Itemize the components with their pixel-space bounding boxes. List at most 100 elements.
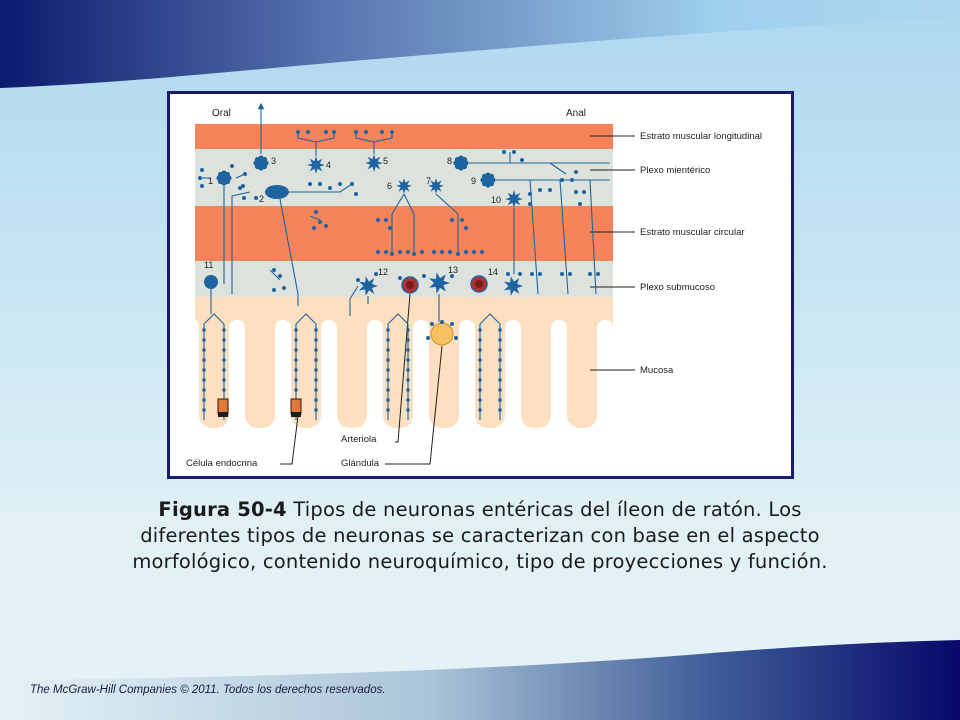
- neuron-process: [295, 313, 317, 325]
- varicosity: [440, 250, 444, 254]
- varicosity: [578, 202, 582, 206]
- neuron-number-11: 11: [204, 260, 213, 270]
- varicosity: [412, 252, 416, 256]
- endocrine-cell-label: Célula endocrina: [186, 458, 258, 469]
- varicosity: [241, 184, 245, 188]
- longitudinal-muscle-label: Estrato muscular longitudinal: [640, 131, 762, 142]
- varicosity: [588, 272, 592, 276]
- figure-frame: Oral Anal Estrato muscular longitudinal …: [167, 91, 794, 479]
- varicosity: [450, 218, 454, 222]
- varicosity: [364, 130, 368, 134]
- varicosity: [198, 176, 202, 180]
- neuron-9-soma: [483, 175, 493, 185]
- varicosity: [328, 186, 332, 190]
- circular-muscle-layer: [195, 206, 613, 261]
- varicosity: [272, 288, 276, 292]
- neuron-1-soma: [219, 173, 229, 183]
- gland-leader: [385, 345, 443, 465]
- varicosity: [460, 218, 464, 222]
- varicosity: [350, 182, 354, 186]
- neuron-process: [559, 179, 569, 295]
- varicosity: [464, 226, 468, 230]
- neuron-process: [549, 162, 567, 175]
- neuron-number-2: 2: [259, 194, 264, 204]
- circular-muscle-label: Estrato muscular circular: [640, 227, 745, 238]
- neuron-13-soma: [429, 272, 450, 294]
- enteric-neurons-figure: Oral Anal Estrato muscular longitudinal …: [186, 102, 762, 469]
- varicosity: [238, 186, 242, 190]
- varicosity: [464, 250, 468, 254]
- varicosity: [243, 172, 247, 176]
- neuron-process: [297, 132, 317, 156]
- varicosity: [312, 226, 316, 230]
- varicosity: [306, 130, 310, 134]
- varicosity: [530, 272, 534, 276]
- neuron-14-soma: [503, 276, 523, 296]
- neuron-process: [403, 193, 415, 254]
- neuron-process: [203, 313, 225, 325]
- varicosity: [200, 168, 204, 172]
- neuron-process: [289, 183, 353, 193]
- varicosity: [384, 218, 388, 222]
- arteriole-label: Arteriola: [341, 434, 377, 445]
- layer-leader-lines: [590, 135, 635, 371]
- varicosity: [528, 192, 532, 196]
- gland-label: Glándula: [341, 458, 380, 469]
- neuron-number-8: 8: [447, 156, 452, 166]
- varicosity: [426, 336, 430, 340]
- varicosity: [230, 164, 234, 168]
- varicosity: [456, 252, 460, 256]
- varicosity: [318, 220, 322, 224]
- neuron-process: [309, 215, 321, 221]
- varicosity: [406, 250, 410, 254]
- neuron-number-5: 5: [383, 156, 388, 166]
- varicosity: [398, 276, 402, 280]
- myenteric-plexus-label: Plexo mientérico: [640, 165, 710, 176]
- neuron-number-10: 10: [491, 195, 501, 205]
- caption-label: Figura 50-4: [158, 498, 287, 521]
- neuron-10-soma: [505, 190, 523, 208]
- endocrine-cell-base: [218, 412, 228, 417]
- neuron-number-13: 13: [448, 265, 458, 275]
- neuron-number-9: 9: [471, 176, 476, 186]
- neuron-process: [391, 193, 405, 254]
- arteriole-lumen: [406, 281, 414, 289]
- neuron-process: [435, 193, 459, 254]
- varicosity: [354, 130, 358, 134]
- varicosity: [388, 226, 392, 230]
- varicosity: [568, 272, 572, 276]
- varicosity: [548, 188, 552, 192]
- varicosity: [512, 150, 516, 154]
- gland: [430, 322, 454, 346]
- neuron-process: [479, 313, 501, 325]
- oral-label: Oral: [212, 108, 231, 119]
- neuron-process: [269, 269, 281, 281]
- neuron-2-soma: [265, 185, 289, 199]
- varicosity: [356, 278, 360, 282]
- varicosity: [582, 190, 586, 194]
- varicosity: [574, 190, 578, 194]
- varicosity: [432, 250, 436, 254]
- arteriole-leader: [395, 293, 411, 443]
- varicosity: [472, 250, 476, 254]
- varicosity: [420, 250, 424, 254]
- varicosity: [324, 224, 328, 228]
- varicosity: [242, 196, 246, 200]
- neuron-11-soma: [204, 275, 218, 289]
- varicosity: [518, 272, 522, 276]
- varicosity: [430, 322, 434, 326]
- neuron-5-soma: [365, 154, 383, 172]
- neuron-process: [589, 179, 597, 295]
- neuron-process: [387, 313, 409, 325]
- varicosity: [422, 274, 426, 278]
- neuron-process: [349, 285, 359, 316]
- varicosity: [398, 250, 402, 254]
- varicosity: [354, 192, 358, 196]
- varicosity: [450, 322, 454, 326]
- caption-text: Tipos de neuronas entéricas del íleon de…: [132, 498, 828, 573]
- varicosity: [560, 272, 564, 276]
- varicosity: [272, 268, 276, 272]
- varicosity: [506, 272, 510, 276]
- submucosal-plexus-label: Plexo submucoso: [640, 282, 715, 293]
- copyright-footer: The McGraw-Hill Companies © 2011. Todos …: [30, 684, 386, 696]
